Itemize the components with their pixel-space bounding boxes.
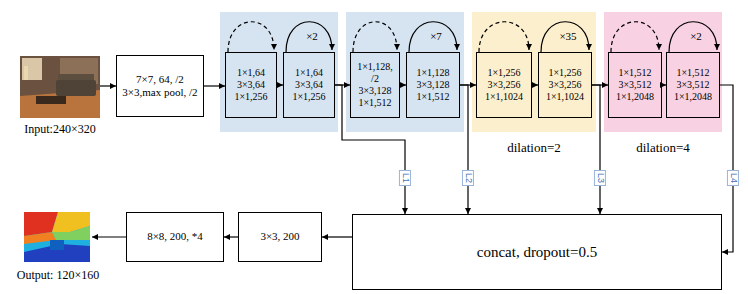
bottleneck-block: 1×1,1283×3,1281×1,512 bbox=[406, 52, 460, 118]
input-arrow bbox=[100, 85, 116, 86]
bottleneck-block: 1×1,5123×3,5121×1,2048 bbox=[608, 52, 662, 118]
skip-arc bbox=[479, 22, 529, 52]
node-text: 3×3,256 bbox=[487, 79, 520, 91]
node-text: 1×1,256 bbox=[487, 67, 520, 79]
dilation-note: dilation=4 bbox=[636, 140, 690, 156]
node-text: 1×1,2048 bbox=[616, 91, 654, 103]
stage-groups bbox=[220, 12, 722, 132]
photo-window bbox=[22, 58, 42, 80]
node-text: 8×8, 200, *4 bbox=[147, 230, 203, 243]
tap-label: L1 bbox=[399, 170, 411, 186]
connector bbox=[335, 85, 405, 214]
concat-box: concat, dropout=0.5 bbox=[352, 214, 722, 290]
repeat-count: ×35 bbox=[559, 30, 576, 43]
photo-wall bbox=[20, 56, 100, 118]
node-text: 1×1,512 bbox=[416, 91, 449, 103]
node-text: 3×3,256 bbox=[548, 79, 581, 91]
stage-band bbox=[346, 12, 464, 132]
node-text: 1×1,64 bbox=[295, 67, 323, 79]
photo-sofa bbox=[56, 80, 96, 96]
node-text: 1×1,2048 bbox=[674, 91, 712, 103]
output-depth-map bbox=[24, 212, 90, 262]
node-text: 1×1,256 bbox=[292, 91, 325, 103]
connector bbox=[224, 236, 238, 237]
node-text: 3×3, 200 bbox=[260, 230, 299, 243]
stem-box: 7×7, 64, /23×3,max pool, /2 bbox=[116, 55, 204, 117]
connector bbox=[322, 236, 352, 237]
stage-band bbox=[220, 12, 338, 132]
node-text: 7×7, 64, /2 bbox=[136, 73, 184, 86]
tap-label: L4 bbox=[727, 170, 739, 186]
node-text: 1×1,1024 bbox=[546, 91, 584, 103]
node-text: 1×1,512 bbox=[618, 67, 651, 79]
node-text: 1×1,256 bbox=[234, 91, 267, 103]
node-text: 3×3,64 bbox=[295, 79, 323, 91]
node-text: 3×3,512 bbox=[618, 79, 651, 91]
bottleneck-block: 1×1,2563×3,2561×1,1024 bbox=[538, 52, 592, 118]
skip-arc bbox=[409, 22, 457, 52]
skip-arc bbox=[353, 22, 397, 52]
node-text: 1×1,256 bbox=[548, 67, 581, 79]
node-text: 1×1,512 bbox=[358, 97, 391, 109]
node-text: 1×1,128 bbox=[416, 67, 449, 79]
tap-label: L2 bbox=[462, 170, 474, 186]
repeat-count: ×2 bbox=[690, 30, 702, 43]
output-arrow bbox=[92, 236, 126, 237]
node-text: 3×3,512 bbox=[676, 79, 709, 91]
skip-arc bbox=[228, 22, 274, 52]
node-text: 3×3,max pool, /2 bbox=[122, 86, 197, 99]
skip-arc bbox=[541, 22, 589, 52]
bottleneck-block: 1×1,643×3,641×1,256 bbox=[225, 52, 277, 118]
connector bbox=[460, 85, 468, 214]
skip-arc bbox=[669, 22, 717, 52]
photo-table bbox=[36, 96, 66, 104]
input-caption: Input:240×320 bbox=[24, 122, 95, 136]
node-text: 1×1,64 bbox=[237, 67, 265, 79]
skip-arc bbox=[286, 22, 332, 52]
bottleneck-block: 1×1,128, /23×3,1281×1,512 bbox=[350, 52, 400, 118]
depth-region bbox=[24, 212, 90, 262]
node-text: 1×1,1024 bbox=[485, 91, 523, 103]
connector bbox=[204, 85, 225, 86]
node-text: 3×3,128 bbox=[358, 85, 391, 97]
skip-arc bbox=[611, 22, 659, 52]
stage-band bbox=[472, 12, 596, 132]
repeat-count: ×2 bbox=[306, 30, 318, 43]
dilation-note: dilation=2 bbox=[507, 140, 561, 156]
node-text: concat, dropout=0.5 bbox=[477, 243, 598, 261]
depth-region bbox=[50, 240, 64, 250]
conv-box: 3×3, 200 bbox=[238, 212, 322, 262]
depth-region bbox=[52, 226, 90, 240]
upsample-box: 8×8, 200, *4 bbox=[126, 212, 224, 262]
node-text: 3×3,64 bbox=[237, 79, 265, 91]
output-caption: Output: 120×160 bbox=[17, 268, 99, 282]
input-photo bbox=[20, 56, 100, 118]
node-text: 1×1,128, /2 bbox=[354, 61, 396, 85]
bottleneck-block: 1×1,5123×3,5121×1,2048 bbox=[666, 52, 720, 118]
tap-label: L3 bbox=[594, 170, 606, 186]
skip-arcs bbox=[228, 22, 717, 52]
node-text: 1×1,512 bbox=[676, 67, 709, 79]
node-text: 3×3,128 bbox=[416, 79, 449, 91]
stage-band bbox=[604, 12, 722, 132]
repeat-count: ×7 bbox=[430, 30, 442, 43]
bottleneck-block: 1×1,643×3,641×1,256 bbox=[283, 52, 335, 118]
bottleneck-block: 1×1,2563×3,2561×1,1024 bbox=[476, 52, 532, 118]
connector bbox=[592, 85, 600, 214]
photo-lamp bbox=[24, 66, 28, 80]
